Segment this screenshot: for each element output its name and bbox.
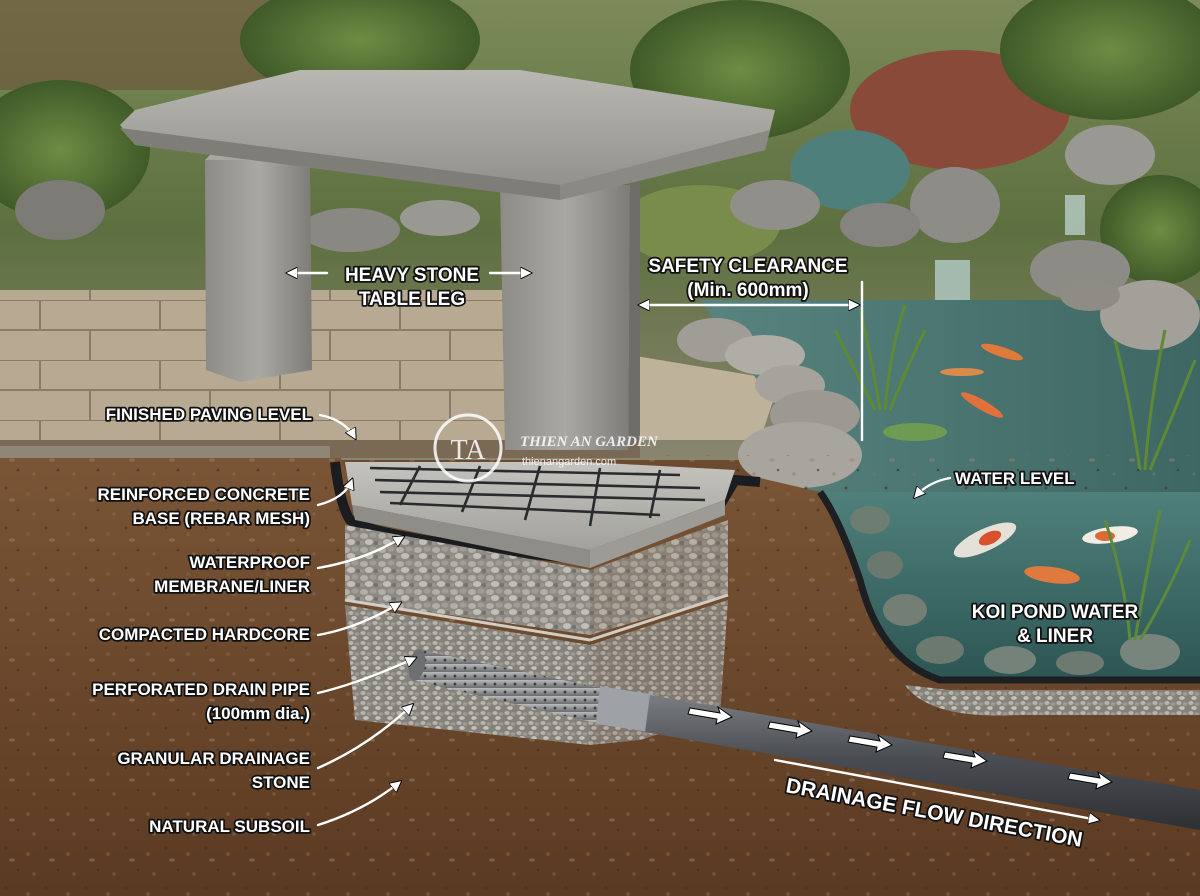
label-concrete-base-2: BASE (REBAR MESH) (132, 509, 310, 528)
label-finished-paving: FINISHED PAVING LEVEL (106, 405, 312, 424)
label-water-level: WATER LEVEL (955, 469, 1075, 488)
watermark-site: thienangarden.com (522, 456, 616, 468)
label-safety-clearance-2: (Min. 600mm) (687, 280, 808, 301)
label-drain-pipe-2: (100mm dia.) (206, 704, 310, 723)
label-hardcore: COMPACTED HARDCORE (99, 625, 310, 644)
label-koi-pond-2: & LINER (1017, 626, 1093, 647)
watermark-monogram: TA (450, 435, 486, 466)
table-leg-right (500, 180, 640, 450)
label-subsoil: NATURAL SUBSOIL (149, 817, 310, 836)
label-drainage-stone-1: GRANULAR DRAINAGE (117, 749, 310, 768)
label-membrane-1: WATERPROOF (189, 553, 310, 572)
label-safety-clearance-1: SAFETY CLEARANCE (648, 256, 847, 277)
label-concrete-base-1: REINFORCED CONCRETE (97, 485, 310, 504)
label-heavy-stone-1: HEAVY STONE (345, 265, 479, 286)
label-membrane-2: MEMBRANE/LINER (154, 577, 310, 596)
label-heavy-stone-2: TABLE LEG (359, 289, 465, 310)
watermark-brand: THIEN AN GARDEN (520, 434, 659, 450)
label-koi-pond-1: KOI POND WATER (972, 602, 1139, 623)
label-drain-pipe-1: PERFORATED DRAIN PIPE (92, 680, 310, 699)
label-drainage-stone-2: STONE (252, 773, 310, 792)
table-leg-left (205, 150, 315, 382)
